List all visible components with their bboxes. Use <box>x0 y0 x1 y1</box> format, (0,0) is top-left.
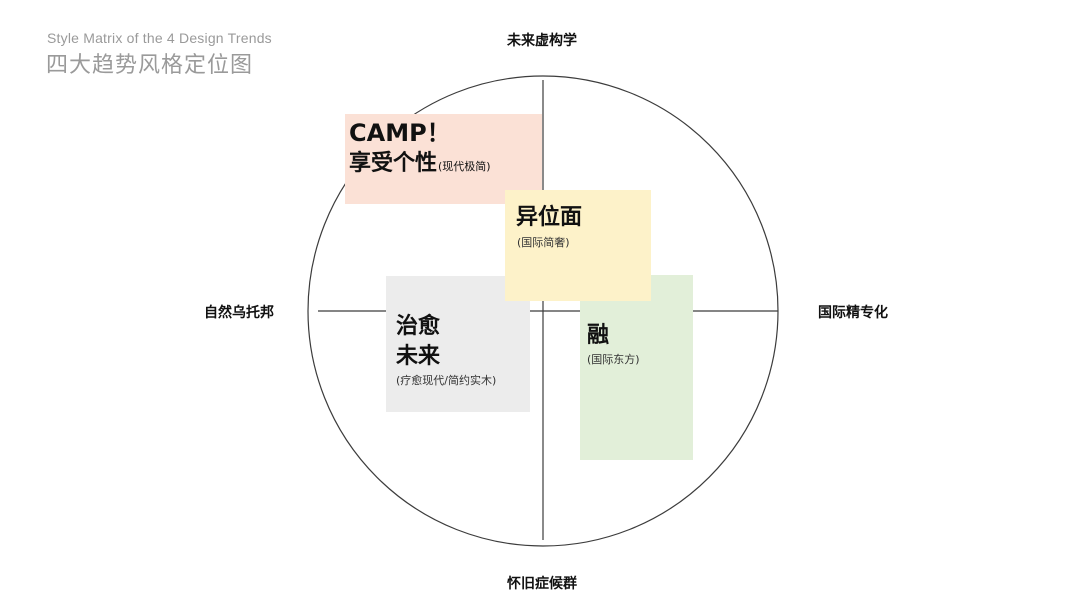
zhiyu-subtitle: (疗愈现代/简约实木) <box>396 374 497 387</box>
box-rong: 融 (国际东方) <box>580 275 693 460</box>
page-title: 四大趋势风格定位图 <box>46 53 254 78</box>
box-camp: CAMP！ 享受个性(现代极简) <box>345 114 542 204</box>
box-yiweimian: 异位面 (国际简奢) <box>505 190 651 301</box>
yiweimian-subtitle: (国际简奢) <box>517 236 570 249</box>
box-zhiyu: 治愈 未来 (疗愈现代/简约实木) <box>386 276 530 412</box>
camp-title-line2: 享受个性(现代极简) <box>349 149 491 182</box>
zhiyu-title-line1: 治愈 <box>396 314 441 339</box>
yiweimian-title: 异位面 <box>516 205 583 230</box>
rong-subtitle: (国际东方) <box>587 353 640 366</box>
axis-label-bottom: 怀旧症候群 <box>507 576 577 592</box>
camp-title-line2-text: 享受个性 <box>349 151 438 176</box>
rong-title: 融 <box>587 323 610 348</box>
zhiyu-title-line2: 未来 <box>396 344 441 369</box>
axis-label-left: 自然乌托邦 <box>204 305 274 321</box>
axis-label-top: 未来虚构学 <box>507 33 577 49</box>
camp-title-line1: CAMP！ <box>349 119 451 147</box>
camp-subtitle: (现代极简) <box>438 160 491 173</box>
subtitle-en: Style Matrix of the 4 Design Trends <box>47 30 272 46</box>
axis-label-right: 国际精专化 <box>818 305 888 321</box>
